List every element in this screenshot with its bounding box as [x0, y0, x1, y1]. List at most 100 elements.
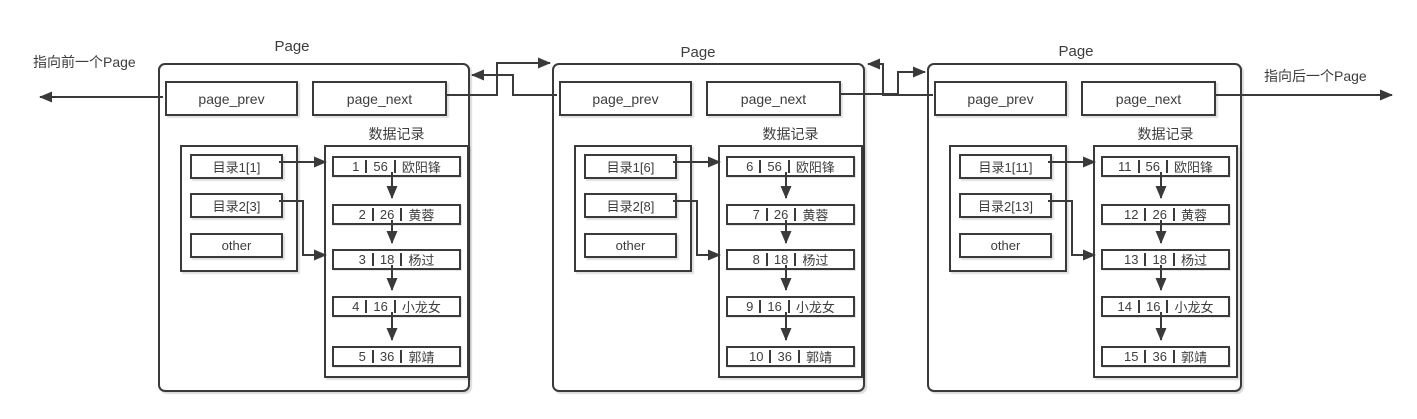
directory-box: 目录1[6] 目录2[8] other [574, 145, 692, 272]
records-label: 数据记录 [1137, 126, 1194, 142]
field-separator [787, 160, 790, 173]
directory-slot-2: 目录2[3] [190, 193, 283, 218]
record-key: 18 [773, 252, 789, 267]
directory-slot-2: 目录2[8] [584, 193, 677, 218]
field-separator [400, 253, 403, 266]
records-box: 1 56 欧阳锋 2 26 黄蓉 3 18 杨过 4 16 小龙女 5 36 [324, 145, 469, 378]
record-row: 3 18 杨过 [332, 249, 461, 270]
field-separator [365, 300, 368, 313]
record-id: 15 [1124, 349, 1139, 364]
field-separator [400, 208, 403, 221]
record-id: 11 [1118, 159, 1132, 174]
page-title: Page [1058, 43, 1094, 60]
field-separator [794, 253, 797, 266]
page-box-3: page_prev page_next 数据记录 目录1[11] 目录2[13]… [927, 63, 1242, 392]
prev-pointer-label: 指向前一个Page [33, 54, 136, 70]
directory-box: 目录1[1] 目录2[3] other [180, 145, 298, 272]
record-name-value: 小龙女 [795, 300, 835, 315]
record-key: 36 [1152, 349, 1167, 364]
record-id: 1 [352, 159, 360, 174]
record-row: 9 16 小龙女 [726, 296, 855, 317]
record-row: 14 16 小龙女 [1101, 296, 1230, 317]
record-id: 3 [358, 252, 366, 267]
record-id: 7 [752, 207, 760, 222]
page-next-field: page_next [706, 81, 841, 116]
record-key: 16 [767, 299, 782, 314]
directory-slot-other: other [584, 233, 677, 258]
record-key: 16 [373, 299, 388, 314]
page-box-1: page_prev page_next 数据记录 目录1[1] 目录2[3] o… [158, 63, 470, 392]
field-separator [393, 300, 396, 313]
field-separator [1137, 160, 1140, 173]
record-id: 13 [1124, 252, 1139, 267]
record-key: 26 [379, 207, 395, 222]
field-separator [371, 253, 374, 266]
field-separator [787, 300, 790, 313]
record-row: 2 26 黄蓉 [332, 204, 461, 225]
record-row: 11 56 欧阳锋 [1101, 156, 1230, 177]
records-box: 6 56 欧阳锋 7 26 黄蓉 8 18 杨过 9 16 小龙女 10 36 [718, 145, 863, 378]
field-separator [1165, 160, 1168, 173]
record-row: 12 26 黄蓉 [1101, 204, 1230, 225]
record-id: 12 [1124, 207, 1139, 222]
directory-slot-other: other [959, 233, 1052, 258]
records-box: 11 56 欧阳锋 12 26 黄蓉 13 18 杨过 14 16 小龙女 15 [1093, 145, 1238, 378]
record-row: 8 18 杨过 [726, 249, 855, 270]
record-name-value: 黄蓉 [802, 208, 829, 223]
record-name-value: 欧阳锋 [795, 160, 835, 175]
field-separator [759, 300, 762, 313]
record-key: 36 [379, 349, 395, 364]
record-key: 56 [767, 159, 782, 174]
record-name-value: 小龙女 [1174, 300, 1214, 315]
record-key: 26 [1152, 207, 1167, 222]
record-row: 13 18 杨过 [1101, 249, 1230, 270]
directory-slot-2: 目录2[13] [959, 193, 1052, 218]
field-separator [393, 160, 396, 173]
record-key: 18 [379, 252, 395, 267]
page-next-field: page_next [312, 81, 447, 116]
record-key: 18 [1152, 252, 1167, 267]
records-label: 数据记录 [368, 126, 425, 142]
field-separator [759, 160, 762, 173]
page-prev-field: page_prev [165, 81, 298, 116]
page-prev-field: page_prev [934, 81, 1067, 116]
record-row: 7 26 黄蓉 [726, 204, 855, 225]
record-name-value: 黄蓉 [408, 208, 435, 223]
record-id: 6 [746, 159, 754, 174]
record-name-value: 郭靖 [1180, 350, 1207, 365]
arrow-page2-prev-to-page1 [471, 69, 557, 96]
field-separator [1137, 300, 1140, 313]
directory-slot-1: 目录1[6] [584, 154, 677, 179]
record-row: 6 56 欧阳锋 [726, 156, 855, 177]
field-separator [365, 160, 368, 173]
record-row: 1 56 欧阳锋 [332, 156, 461, 177]
record-name-value: 杨过 [1180, 253, 1207, 268]
record-id: 10 [749, 349, 764, 364]
field-separator [797, 350, 800, 363]
record-id: 2 [358, 207, 366, 222]
field-separator [1144, 253, 1147, 266]
record-key: 36 [777, 349, 792, 364]
record-id: 4 [352, 299, 360, 314]
field-separator [765, 208, 768, 221]
field-separator [1144, 350, 1147, 363]
record-key: 26 [773, 207, 789, 222]
record-name-value: 杨过 [408, 253, 435, 268]
record-name-value: 郭靖 [805, 350, 832, 365]
field-separator [1172, 208, 1175, 221]
field-separator [765, 253, 768, 266]
directory-slot-1: 目录1[1] [190, 154, 283, 179]
field-separator [1166, 300, 1169, 313]
record-name-value: 欧阳锋 [401, 160, 441, 175]
record-key: 16 [1145, 299, 1161, 314]
page-box-2: page_prev page_next 数据记录 目录1[6] 目录2[8] o… [552, 63, 865, 392]
record-id: 5 [358, 349, 366, 364]
record-name-value: 杨过 [802, 253, 829, 268]
directory-box: 目录1[11] 目录2[13] other [949, 145, 1067, 272]
record-id: 8 [752, 252, 760, 267]
record-name-value: 小龙女 [401, 300, 441, 315]
directory-slot-other: other [190, 233, 283, 258]
page-prev-field: page_prev [559, 81, 692, 116]
field-separator [794, 208, 797, 221]
